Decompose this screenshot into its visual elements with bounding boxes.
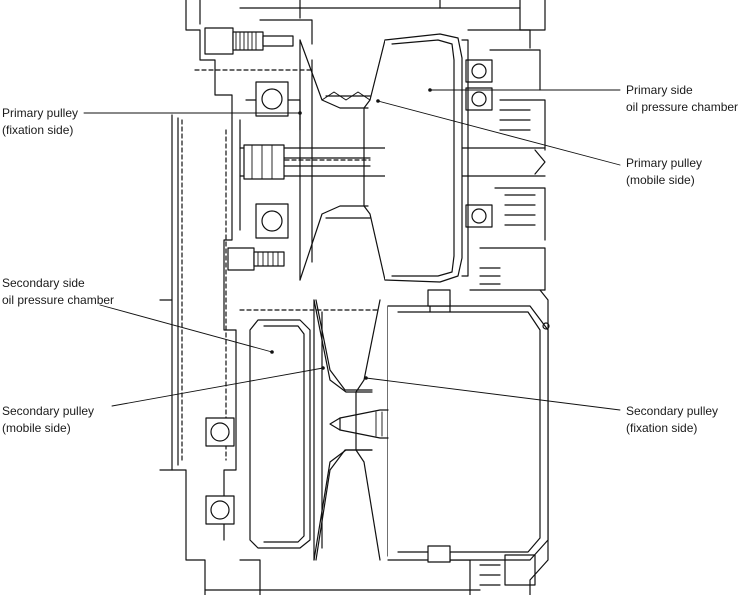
secondary-shaft xyxy=(329,409,389,439)
label-secondary-pulley-mobile-side: Secondary pulley (mobile side) xyxy=(2,403,94,437)
leader-primary-mobile xyxy=(377,100,621,166)
primary-pulley-mobile-sheave xyxy=(363,33,463,283)
transmission-housing xyxy=(159,0,549,595)
leader-secondary-fixed xyxy=(365,377,621,411)
leader-secondary-chamber xyxy=(99,304,273,353)
secondary-pulley-fixed-sheave xyxy=(355,299,550,563)
secondary-oil-pressure-chamber xyxy=(249,319,311,549)
primary-bearings xyxy=(255,59,493,239)
label-line: (fixation side) xyxy=(2,123,74,137)
leader-dots xyxy=(270,88,432,380)
leader-secondary-mobile xyxy=(111,367,324,407)
lower-bolt xyxy=(227,247,285,271)
label-line: (fixation side) xyxy=(626,421,698,435)
upper-bolt xyxy=(204,27,294,55)
label-line: oil pressure chamber xyxy=(2,293,115,307)
primary-pulley-fixed-sheave xyxy=(299,39,369,281)
label-secondary-pulley-fixation-side: Secondary pulley (fixation side) xyxy=(626,403,718,437)
label-line: Primary pulley xyxy=(626,156,703,170)
label-primary-pulley-fixation-side: Primary pulley (fixation side) xyxy=(2,105,78,139)
leader-lines xyxy=(83,89,621,411)
label-line: Secondary side xyxy=(2,276,85,290)
label-secondary-side-oil-pressure-chamber: Secondary side oil pressure chamber xyxy=(2,275,114,309)
secondary-bearings xyxy=(205,289,451,563)
label-line: oil pressure chamber xyxy=(626,100,739,114)
right-gear-details xyxy=(479,109,536,586)
label-line: Primary pulley xyxy=(2,106,79,120)
label-primary-side-oil-pressure-chamber: Primary side oil pressure chamber xyxy=(626,82,738,116)
label-primary-pulley-mobile-side: Primary pulley (mobile side) xyxy=(626,155,702,189)
label-line: (mobile side) xyxy=(2,421,71,435)
secondary-pulley-mobile-sheave xyxy=(313,299,373,561)
oil-passage-dashes xyxy=(181,69,381,461)
label-line: Secondary pulley xyxy=(2,404,95,418)
label-line: Primary side xyxy=(626,83,693,97)
primary-oil-pressure-chamber xyxy=(461,39,469,277)
label-line: (mobile side) xyxy=(626,173,695,187)
label-line: Secondary pulley xyxy=(626,404,719,418)
